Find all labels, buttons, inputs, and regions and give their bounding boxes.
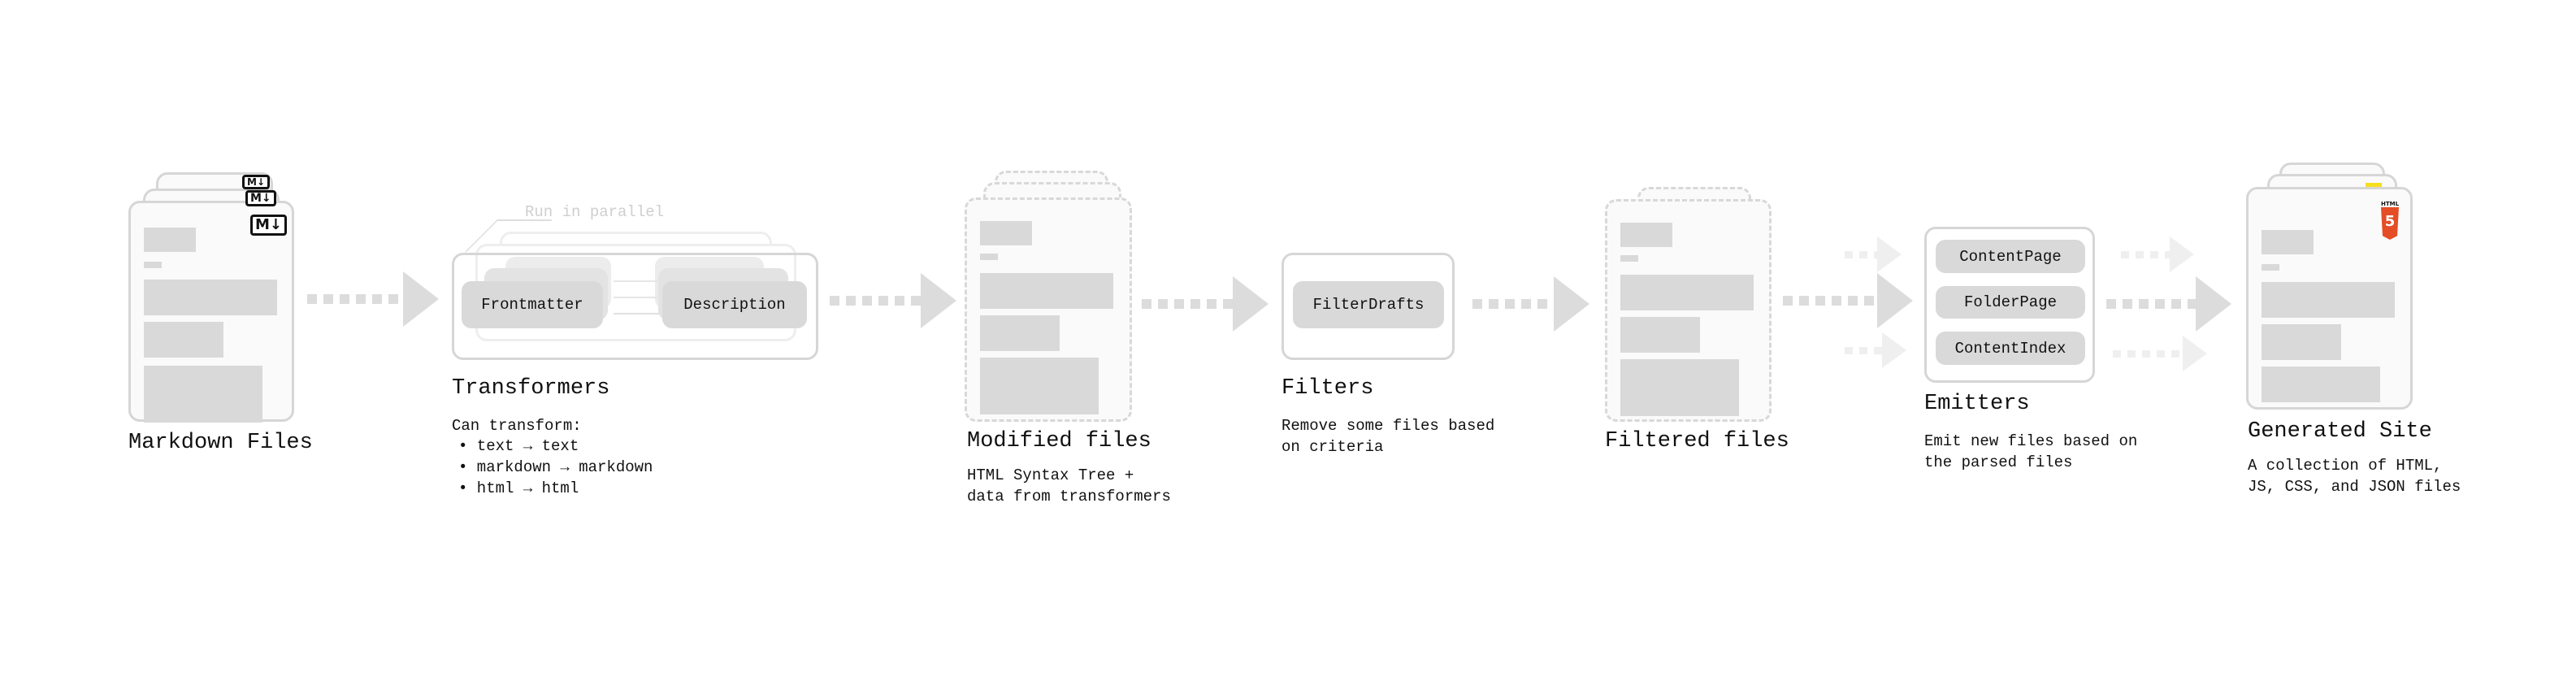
transformers-desc: Can transform: — [452, 417, 582, 435]
plugin-frontmatter: Frontmatter — [462, 281, 603, 328]
html5-icon-label: HTML — [2381, 201, 2400, 207]
filters-title: Filters — [1281, 376, 1374, 401]
filtered-file — [1605, 199, 1772, 422]
generated-site-label: Generated Site — [2248, 419, 2432, 444]
run-in-parallel-note: Run in parallel — [525, 203, 665, 221]
parallel-arrows — [614, 280, 662, 321]
emitters-desc: Emit new files based on the parsed files — [1924, 432, 2138, 471]
generated-site-desc: A collection of HTML, JS, CSS, and JSON … — [2248, 457, 2461, 496]
transformers-bullet: • html → html — [458, 479, 579, 497]
emitters-title: Emitters — [1924, 392, 2030, 416]
markdown-file: M↓ — [128, 201, 294, 423]
transformers-box — [452, 253, 818, 360]
transformers-bullet: • text → text — [458, 437, 579, 455]
plugin-contentindex: ContentIndex — [1936, 332, 2085, 365]
markdown-icon: M↓ — [245, 190, 276, 206]
transformers-title: Transformers — [452, 376, 610, 401]
modified-files-desc: HTML Syntax Tree + data from transformer… — [967, 466, 1171, 505]
modified-files-label: Modified files — [967, 429, 1151, 453]
transformers-bullet: • markdown → markdown — [458, 458, 653, 476]
markdown-files-label: Markdown Files — [128, 431, 313, 455]
filtered-files-label: Filtered files — [1605, 429, 1789, 453]
filters-desc: Remove some files based on criteria — [1281, 417, 1495, 456]
generated-site-file: HTML 5 — [2246, 187, 2413, 410]
html5-icon: HTML 5 — [2381, 201, 2399, 240]
plugin-contentpage: ContentPage — [1936, 240, 2085, 273]
plugin-filterdrafts: FilterDrafts — [1293, 281, 1444, 328]
plugin-folderpage: FolderPage — [1936, 286, 2085, 319]
modified-file — [965, 197, 1132, 422]
markdown-icon: M↓ — [242, 175, 270, 189]
markdown-icon: M↓ — [250, 215, 287, 236]
plugin-description: Description — [662, 281, 807, 328]
